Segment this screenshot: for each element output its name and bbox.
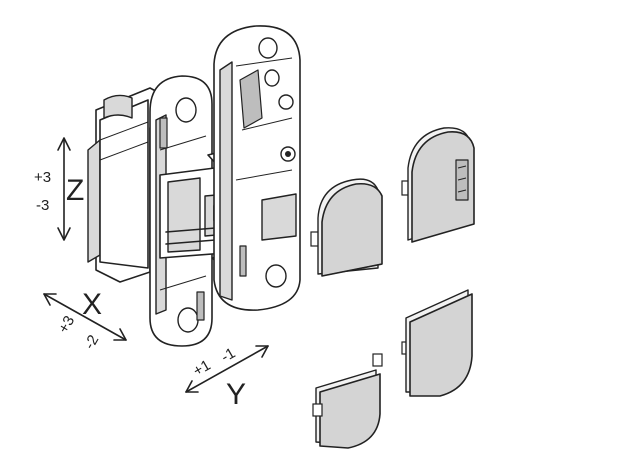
- x-axis-indicator: X +3 -2: [43, 288, 127, 352]
- x-axis-arrowhead-upper: [43, 293, 57, 306]
- cover-cap-lower-right: [401, 289, 473, 397]
- y-axis-arrow: [185, 345, 269, 393]
- cover-cap-lower-left: [312, 353, 383, 449]
- hinge-left-housing: [87, 87, 166, 283]
- z-axis-arrowhead-down: [57, 227, 71, 241]
- cover-cap-upper-left: [310, 178, 383, 277]
- z-axis-plus-label: +3: [34, 169, 51, 186]
- x-axis-plus-label: +3: [55, 313, 78, 336]
- cover-cap-upper-right: [401, 127, 475, 243]
- y-axis-letter: Y: [226, 378, 246, 411]
- y-axis-indicator: +1 -1 Y: [185, 345, 269, 411]
- x-axis-arrow: [43, 293, 127, 341]
- z-axis-minus-label: -3: [36, 197, 49, 214]
- y-axis-arrowhead-lower: [185, 380, 199, 393]
- hinge-right-plate: [213, 25, 301, 311]
- x-axis-letter: X: [82, 288, 102, 321]
- hinge-assembly: [87, 25, 301, 347]
- z-axis-indicator: +3 Z -3: [34, 137, 84, 241]
- x-axis-arrowhead-lower: [113, 328, 127, 341]
- y-axis-minus-label: -1: [218, 345, 238, 366]
- x-axis-minus-label: -2: [81, 332, 102, 352]
- z-axis-arrowhead-up: [57, 137, 71, 151]
- y-axis-plus-label: +1: [190, 357, 213, 380]
- y-axis-arrowhead-upper: [255, 345, 269, 358]
- z-axis-letter: Z: [66, 174, 84, 207]
